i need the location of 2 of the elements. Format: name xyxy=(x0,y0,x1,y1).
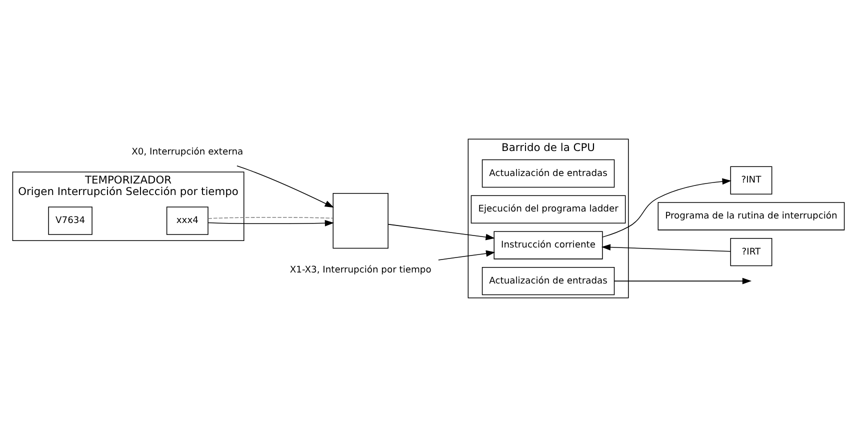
node-text: X0, Interrupción externa xyxy=(132,146,244,157)
node-text: X1-X3, Interrupción por tiempo xyxy=(290,265,432,276)
